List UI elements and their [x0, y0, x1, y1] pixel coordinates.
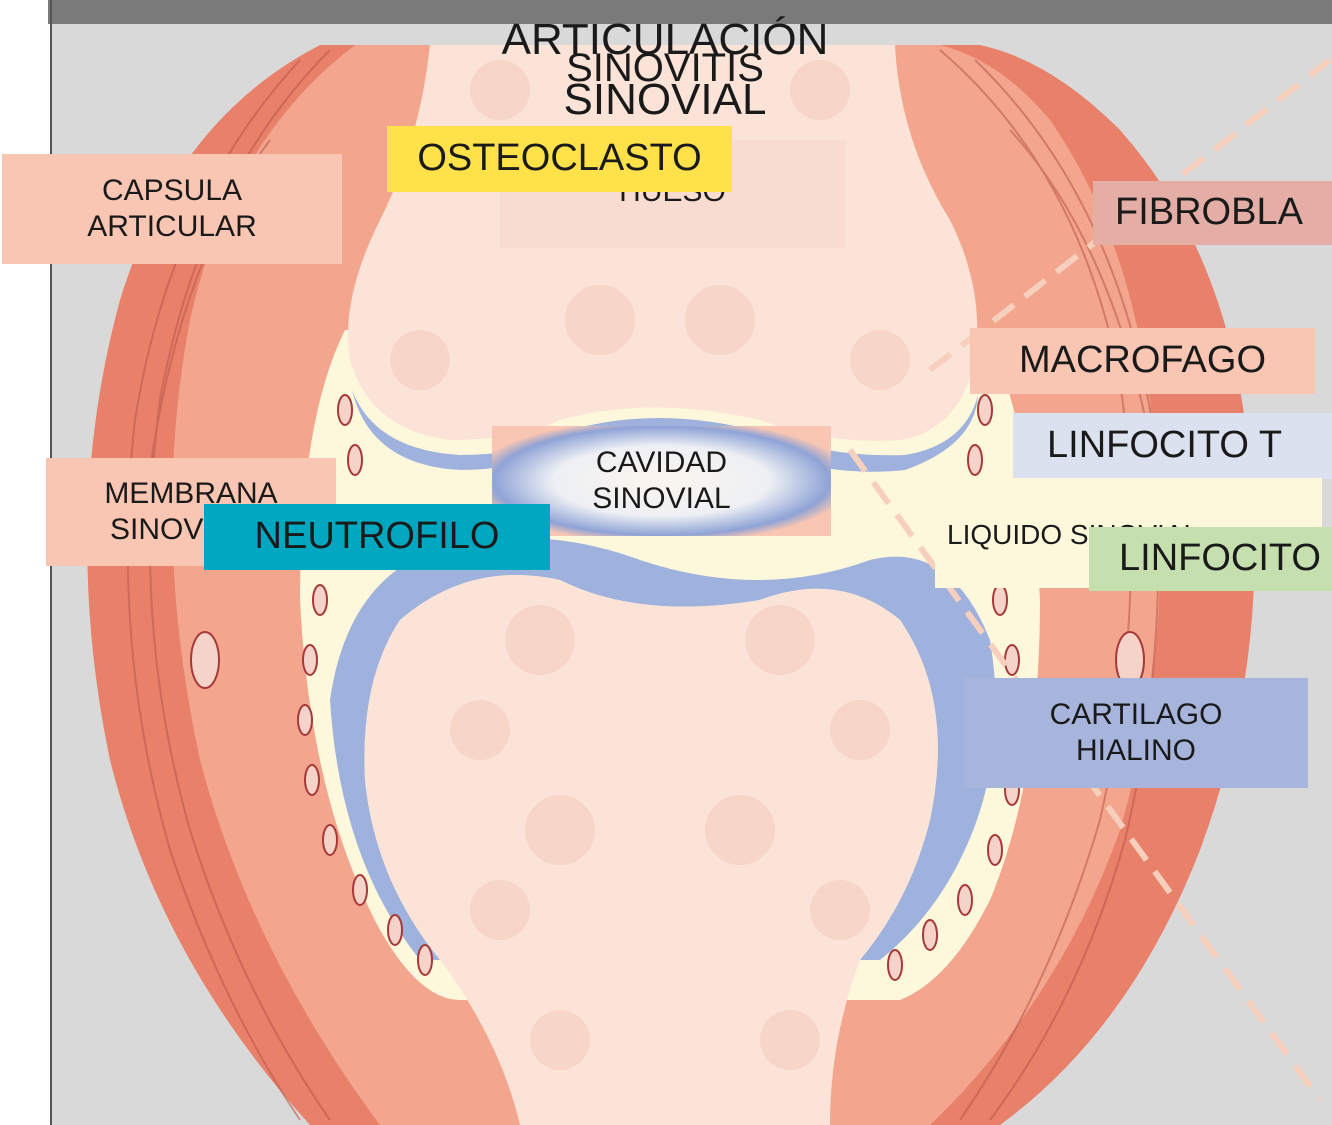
label-cartilago-hialino: CARTILAGO HIALINO: [964, 678, 1308, 788]
label-linfocito-t: LINFOCITO T: [1013, 413, 1332, 479]
label-osteoclasto: OSTEOCLASTO: [387, 126, 732, 192]
label-neutrofilo-text: NEUTROFILO: [255, 514, 500, 560]
diagram-title-line3: SINOVIAL: [520, 78, 810, 122]
label-linfocito-text: LINFOCITO: [1119, 536, 1321, 582]
label-membrana-line2: SINOV: [46, 512, 203, 548]
label-cavidad-line1: CAVIDAD: [596, 445, 727, 481]
label-neutrofilo: NEUTROFILO: [204, 504, 550, 570]
label-fibroblasto: FIBROBLA: [1093, 181, 1332, 245]
label-cavidad-line2: SINOVIAL: [592, 481, 730, 517]
label-cartilago-line1: CARTILAGO: [1050, 697, 1223, 733]
label-capsula-line1: CAPSULA: [102, 173, 242, 209]
label-capsula-line2: ARTICULAR: [87, 209, 256, 245]
label-macrofago: MACROFAGO: [970, 328, 1315, 394]
label-fibroblasto-text: FIBROBLA: [1115, 190, 1303, 236]
label-linfocito: LINFOCITO: [1089, 527, 1332, 591]
label-osteoclasto-text: OSTEOCLASTO: [417, 136, 701, 182]
label-macrofago-text: MACROFAGO: [1019, 338, 1266, 384]
label-cartilago-line2: HIALINO: [1076, 733, 1196, 769]
label-linfocito-t-text: LINFOCITO T: [1047, 423, 1282, 469]
label-capsula-articular: CAPSULA ARTICULAR: [2, 154, 342, 264]
